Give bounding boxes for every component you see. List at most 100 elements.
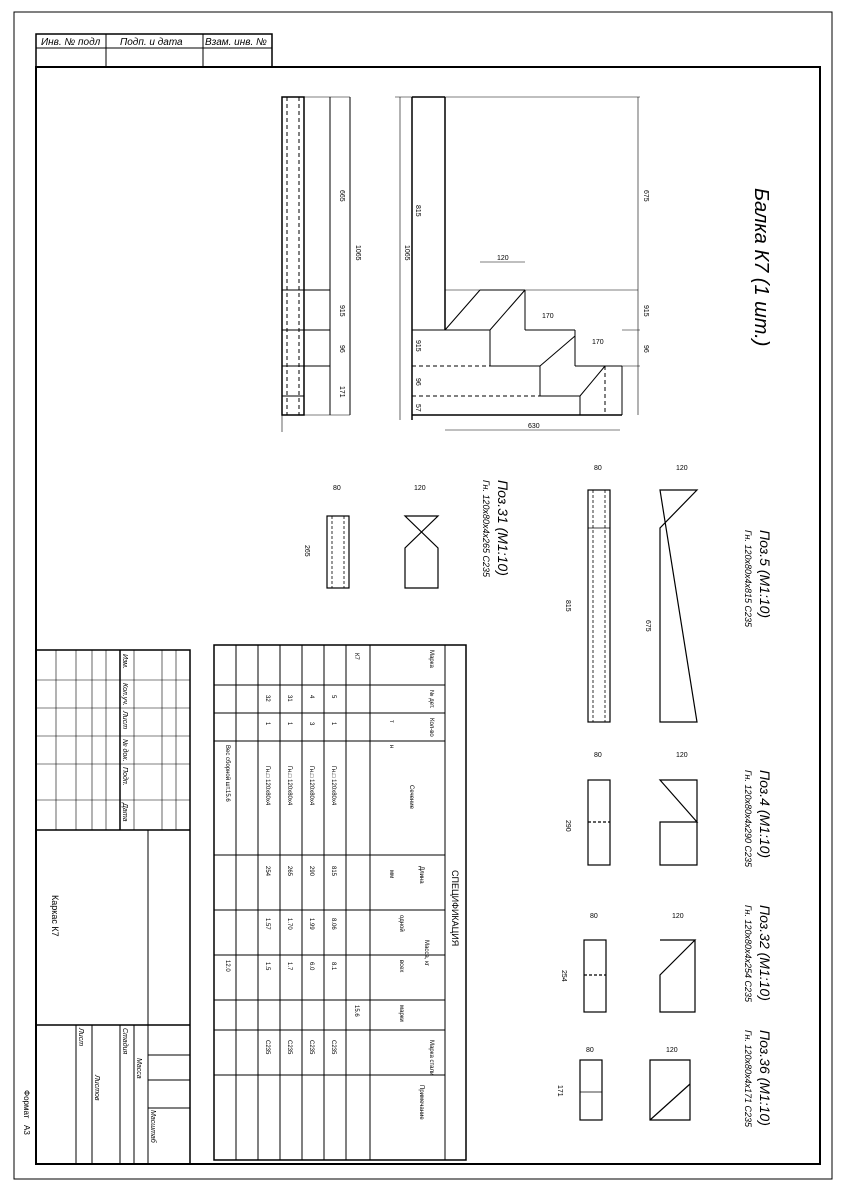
title-block	[35, 649, 191, 1165]
spec-title: СПЕЦИФИКАЦИЯ	[450, 870, 460, 946]
inv-podl-label: Инв. № подл	[41, 37, 101, 48]
dim-665: 665	[338, 190, 345, 202]
part-36	[579, 1059, 691, 1121]
part-4-title: Поз.4 (М1:10)	[757, 770, 773, 858]
specification-table	[213, 644, 467, 1161]
spec-total-value: 15.6	[224, 790, 230, 802]
spec-headers: Марка № дет. Кол-во т н Сечение Длина мм…	[388, 650, 435, 1120]
p31-dim-265: 265	[303, 545, 310, 557]
svg-text:32: 32	[264, 695, 270, 702]
part-31	[326, 515, 440, 589]
dim-96-front: 96	[414, 378, 421, 386]
podp-data-label: Подп. и дата	[120, 37, 183, 48]
svg-text:1.70: 1.70	[286, 918, 292, 930]
dim-630: 630	[528, 423, 540, 430]
dim-170-mid: 170	[542, 313, 554, 320]
hdr-qty-n: н	[388, 745, 394, 748]
dim-145-front: 915	[414, 340, 421, 352]
table-row: 5 1 Гн.□ 120х80х4 815 8.06 8.1 С235	[330, 695, 336, 1055]
svg-text:8.1: 8.1	[330, 962, 336, 971]
p32-dim-80: 80	[590, 913, 598, 920]
inner-frame	[35, 66, 821, 1165]
dim-1065-front: 1065	[403, 245, 410, 261]
vzam-inv-label: Взам. инв. №	[205, 37, 267, 48]
svg-text:1: 1	[286, 722, 292, 726]
title-block-labels: Изм. Кол.уч. Лист № док. Подп. Дата Карк…	[50, 654, 157, 1144]
hdr-mass-mark: марки	[398, 1005, 404, 1022]
dim-96-side: 96	[338, 345, 345, 353]
p4-dim-290: 290	[564, 820, 571, 832]
dim-57-front: 57	[414, 404, 421, 412]
p32-dim-120: 120	[672, 913, 684, 920]
part-4	[587, 779, 699, 866]
svg-text:5: 5	[330, 695, 336, 699]
svg-text:Гн.□ 120х80х4: Гн.□ 120х80х4	[286, 766, 292, 806]
svg-text:1.57: 1.57	[264, 918, 270, 930]
part-5-title: Поз.5 (М1:10)	[757, 530, 773, 618]
svg-text:290: 290	[308, 866, 314, 877]
main-view-title: Балка К7 (1 шт.)	[750, 188, 772, 346]
table-row: 4 3 Гн.□ 120х80х4 290 1.99 6.0 С235	[308, 695, 314, 1055]
p32-dim-254: 254	[560, 970, 567, 982]
spec-total-label: Вес сборной шт.	[224, 745, 231, 791]
p5-dim-815: 815	[564, 600, 571, 612]
svg-text:31: 31	[286, 695, 292, 702]
dim-120-top: 120	[497, 255, 509, 262]
table-row: 31 1 Гн.□ 120х80х4 265 1.70 1.7 С235	[286, 695, 292, 1055]
hdr-qty-t: т	[388, 720, 394, 723]
svg-text:1: 1	[330, 722, 336, 726]
dim-145-right: 915	[642, 305, 649, 317]
part-5	[587, 489, 699, 723]
p4-dim-120: 120	[676, 752, 688, 759]
top-stamp: Инв. № подл Подп. и дата Взам. инв. №	[35, 33, 273, 68]
spec-mark: К7	[353, 653, 359, 660]
dim-96-right: 96	[642, 345, 649, 353]
tb-kol-uch: Кол.уч.	[121, 683, 128, 706]
tb-data: Дата	[121, 802, 128, 822]
p5-dim-80: 80	[594, 465, 602, 472]
dim-815-front: 815	[414, 205, 421, 217]
part-4-sub: Гн. 120х80х4х290 С235	[743, 770, 753, 868]
hdr-mass: Масса, кг	[423, 940, 429, 967]
main-front-view	[395, 96, 640, 431]
tb-mass: Масса	[135, 1058, 142, 1079]
part-32-title: Поз.32 (М1:10)	[757, 905, 773, 1001]
hdr-mass-all: всех	[398, 960, 404, 972]
tb-scale: Масштаб	[149, 1110, 157, 1144]
tb-name: Каркас К7	[50, 895, 60, 937]
tb-izm: Изм.	[121, 654, 128, 669]
svg-text:4: 4	[308, 695, 314, 699]
part-32-sub: Гн. 120х80х4х254 С235	[743, 905, 753, 1003]
tb-podp: Подп.	[121, 767, 129, 786]
part-31-sub: Гн. 120х80х4х265 С235	[481, 480, 491, 578]
p36-dim-171: 171	[556, 1085, 563, 1097]
tb-ndok: № док.	[121, 739, 129, 762]
hdr-note: Примечание	[418, 1085, 424, 1120]
svg-text:6.0: 6.0	[308, 962, 314, 971]
outer-frame	[13, 11, 833, 1180]
hdr-mark: Марка	[428, 650, 434, 668]
dim-1065-side: 1065	[354, 245, 361, 261]
svg-text:С235: С235	[264, 1040, 270, 1055]
svg-text:815: 815	[330, 866, 336, 877]
hdr-section: Сечение	[408, 785, 414, 810]
p5-dim-675: 675	[644, 620, 651, 632]
hdr-steel: Марка стали	[428, 1040, 434, 1075]
spec-mark-mass: 15.6	[353, 1005, 359, 1017]
svg-text:1.7: 1.7	[286, 962, 292, 971]
svg-text:С235: С235	[308, 1040, 314, 1055]
hdr-mass-one: одной	[398, 915, 405, 932]
dim-170-right: 170	[592, 339, 604, 346]
tb-sheet: Лист	[77, 1027, 84, 1046]
hdr-pos: № дет.	[428, 690, 435, 709]
svg-text:254: 254	[264, 866, 270, 877]
part-32	[583, 939, 697, 1013]
svg-text:3: 3	[308, 722, 314, 726]
table-row: 32 1 Гн.□ 120х80х4 254 1.57 1.5 С235	[264, 695, 270, 1055]
spec-rows: К7 5 1 Гн.□ 120х80х4 815 8.06 8.1 С235 4…	[224, 653, 359, 1055]
main-view-dims: 665 1065 915 96 171 1065 815 915 96 57 6…	[338, 190, 649, 430]
svg-text:265: 265	[286, 866, 292, 877]
dim-675: 675	[642, 190, 649, 202]
svg-text:Гн.□ 120х80х4: Гн.□ 120х80х4	[330, 766, 336, 806]
